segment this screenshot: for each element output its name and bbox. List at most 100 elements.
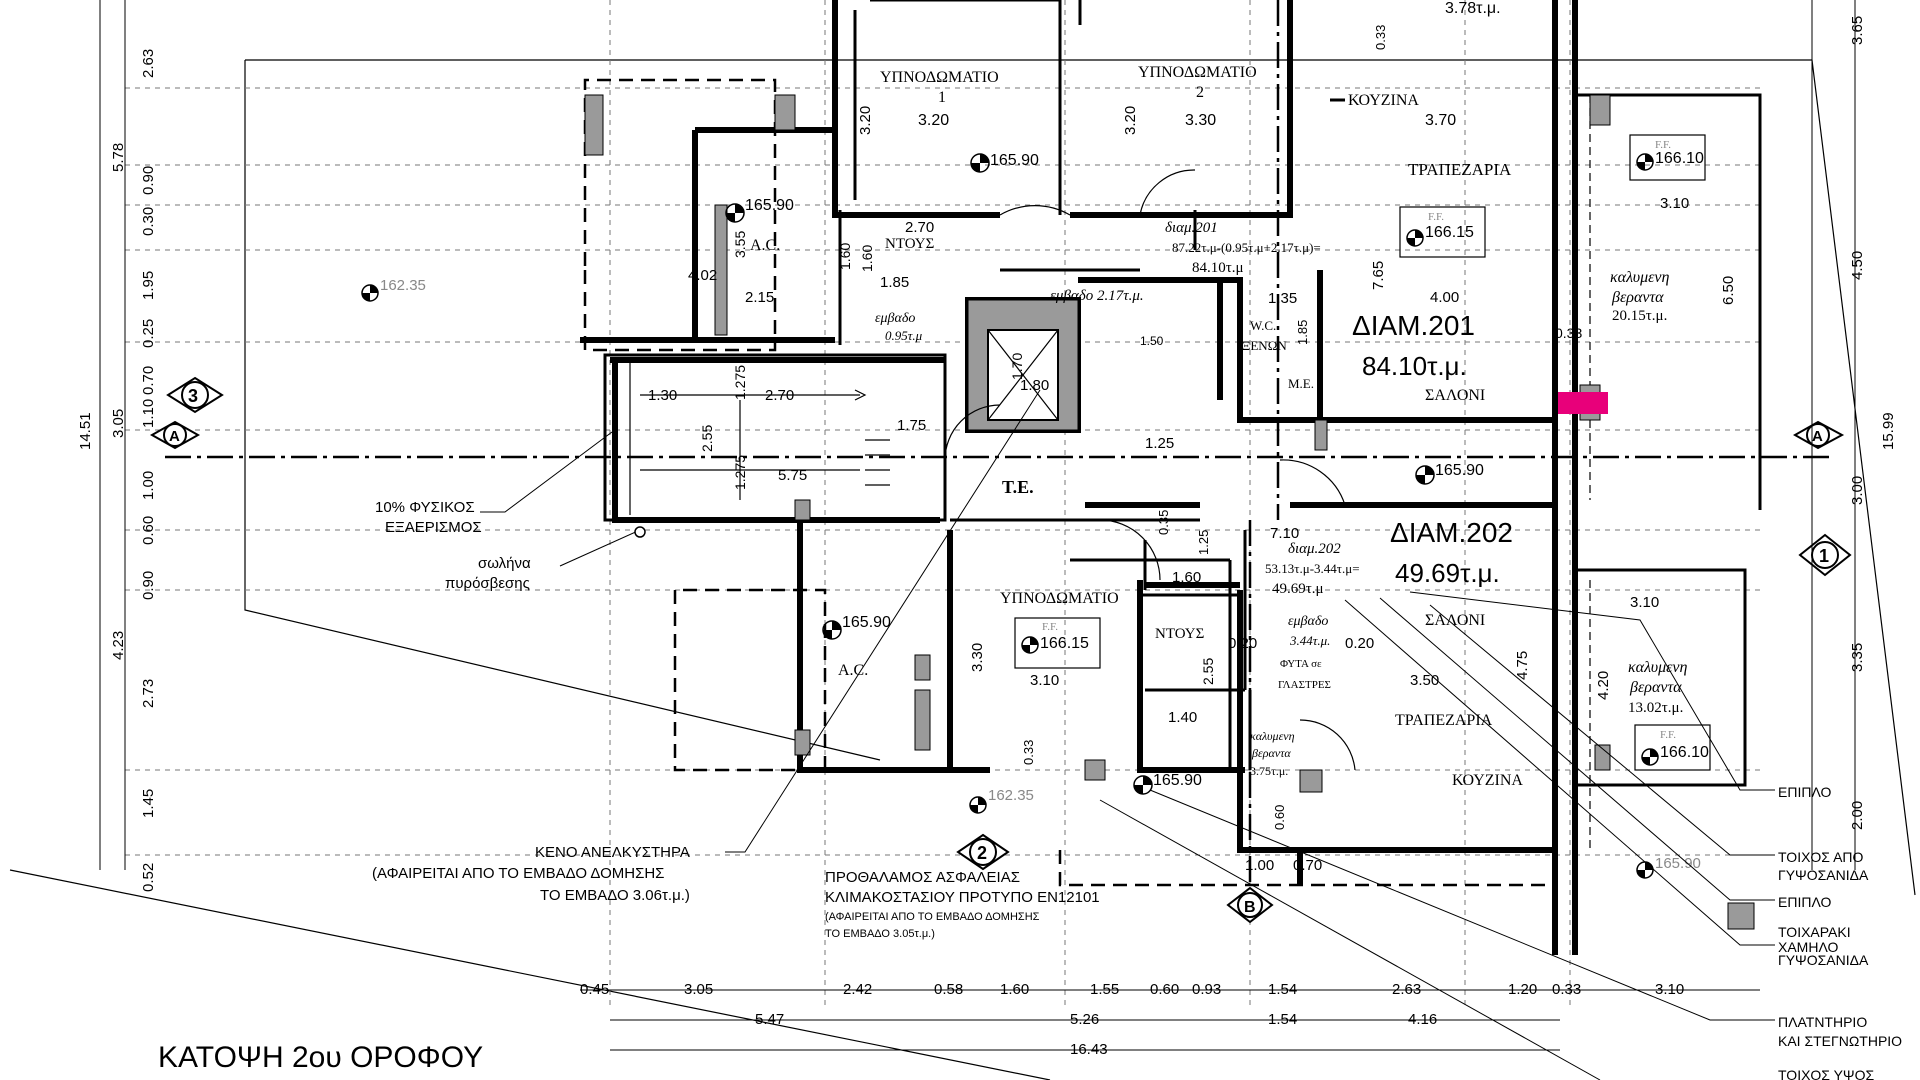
dim-left: 1.00 xyxy=(140,471,157,500)
dim-inner: 5.75 xyxy=(778,467,807,484)
dim-inner: 1.275 xyxy=(732,365,748,400)
dim-left: 0.60 xyxy=(140,516,157,545)
dim-bottom: 0.58 xyxy=(934,981,963,998)
site-boundary-lower xyxy=(244,60,881,761)
veranda-label2-202: βεραντα xyxy=(1629,679,1682,696)
dim-left: 5.78 xyxy=(110,143,127,172)
dim-left-total: 14.51 xyxy=(77,412,94,450)
dim-left: 0.30 xyxy=(140,207,157,236)
dim-bottom-2: 5.26 xyxy=(1070,1011,1099,1028)
ff-tag-4: F.F. xyxy=(1660,729,1676,741)
area-calc-label-202: διαμ.202 xyxy=(1288,541,1341,557)
dim-inner: 4.75 xyxy=(1514,651,1531,680)
dim-bottom: 1.60 xyxy=(1000,981,1029,998)
apartment-area-201: 84.10τ.μ. xyxy=(1362,351,1467,381)
dim-right: 3.35 xyxy=(1849,643,1866,672)
veranda-label2-201: βεραντα xyxy=(1611,289,1664,306)
small-veranda-label2: βεραντα xyxy=(1251,746,1291,760)
dimension-lines xyxy=(99,0,1856,1051)
dim-inner: 7.65 xyxy=(1370,261,1387,290)
dim-left: 0.25 xyxy=(140,319,157,348)
legend-low-wall-2: ΧΑΜΗΛΟ xyxy=(1778,939,1839,955)
dim-left: 2.73 xyxy=(140,679,157,708)
marker-3-label: 3 xyxy=(188,386,198,406)
highlight-marker xyxy=(1558,392,1608,414)
room-label-wc: W.C. xyxy=(1250,318,1276,333)
dim-inner: 3.50 xyxy=(1410,672,1439,689)
dim-inner: 1.80 xyxy=(1020,377,1049,394)
legend-wall-board-1: ΤΟΙΧΟΣ ΑΠΟ xyxy=(1778,849,1864,865)
ff-level-1: 166.10 xyxy=(1655,150,1704,167)
dim-inner: 2.55 xyxy=(699,425,715,452)
level-symbol xyxy=(1021,636,1039,654)
bath-area-label: εμβαδο xyxy=(875,311,915,326)
room-label-living-202: ΣΑΛΟΝΙ xyxy=(1425,612,1485,629)
area-calc-formula-201: 87.22τ.μ-(0.95τ.μ+2.17τ.μ)= xyxy=(1172,240,1321,255)
note-pipe-2: πυρόσβεσης xyxy=(445,575,530,592)
legend: ΕΠΙΠΛΟ ΤΟΙΧΟΣ ΑΠΟ ΓΥΨΟΣΑΝΙΔΑ ΕΠΙΠΛΟ ΤΟΙΧ… xyxy=(1099,591,1902,1080)
core-label-te: Τ.Ε. xyxy=(1002,477,1034,497)
dim-bottom-2: 1.54 xyxy=(1268,1011,1297,1028)
dim-bottom-chain: 0.45 3.05 2.42 0.58 1.60 1.55 0.60 0.93 … xyxy=(580,981,1684,1058)
apartment-name-202: ΔΙΑΜ.202 xyxy=(1390,517,1513,548)
staircase xyxy=(603,353,947,522)
interior-dimensions: 3.78τ.μ. 3.20 3.20 0.33 3.55 4.02 2.15 2… xyxy=(648,0,1737,874)
dim-inner: 1.85 xyxy=(880,274,909,291)
level-faint-2: 162.35 xyxy=(988,787,1034,804)
legend-window-1: ΠΛΑΤΝΤΗΡΙΟ xyxy=(1778,1014,1867,1030)
dim-inner: 3.55 xyxy=(732,231,748,258)
apartment-201: ΥΠΝΟΔΩΜΑΤΙΟ 1 3.20 ΥΠΝΟΔΩΜΑΤΙΟ 2 3.30 ΚΟ… xyxy=(750,64,1670,404)
room-label-shower-201: ΝΤΟΥΣ xyxy=(885,236,934,252)
marker-1: 1 xyxy=(1798,533,1852,577)
duct-area-value: 3.44τ.μ. xyxy=(1289,633,1330,648)
dim-left: 1.45 xyxy=(140,789,157,818)
marker-1-label: 1 xyxy=(1819,546,1829,566)
level-l1: 165.90 xyxy=(990,152,1039,169)
dim-inner: 2.55 xyxy=(1200,658,1216,685)
level-markers: 165.90 165.90 165.90 165.90 165.90 162.3… xyxy=(361,134,1711,879)
dim-bottom: 1.55 xyxy=(1090,981,1119,998)
dim-left: 0.70 xyxy=(140,366,157,395)
door-swings xyxy=(944,169,1356,771)
columns xyxy=(584,94,1611,793)
plant-note-1: ΦΥΤΑ σε xyxy=(1280,658,1322,670)
dim-inner: 3.20 xyxy=(857,106,874,135)
dim-right-chain: 3.65 4.50 3.00 3.35 2.00 15.99 xyxy=(1849,16,1897,830)
room-width-kitchen-201: 3.70 xyxy=(1425,112,1456,129)
marker-a-right: A xyxy=(1792,420,1845,450)
small-veranda-label: καλυμενη xyxy=(1250,729,1295,743)
note-lobby-2: ΚΛΙΜΑΚΟΣΤΑΣΙΟΥ ΠΡΟΤΥΠΟ ΕΝ12101 xyxy=(825,889,1100,906)
plant-note-2: ΓΛΑΣΤΡΕΣ xyxy=(1278,679,1331,691)
dim-left: 1.10 xyxy=(140,399,157,428)
dim-left: 4.23 xyxy=(110,631,127,660)
lift-area-label: εμβαδο 2.17τ.μ. xyxy=(1050,288,1144,304)
level-symbol xyxy=(1406,229,1424,247)
site-boundary-outer xyxy=(9,869,1051,1080)
legend-low-wall-3: ΓΥΨΟΣΑΝΙΔΑ xyxy=(1778,952,1869,968)
level-symbol xyxy=(1133,775,1153,795)
dim-inner: 1.275 xyxy=(732,455,748,490)
marker-b: B xyxy=(1226,886,1274,924)
legend-low-wall-1: ΤΟΙΧΑΡΑΚΙ xyxy=(1778,924,1851,940)
dim-inner: 4.20 xyxy=(1595,671,1612,700)
dim-inner: 1.70 xyxy=(1009,353,1025,380)
dim-left: 2.63 xyxy=(140,49,157,78)
dim-inner: 1.75 xyxy=(897,417,926,434)
dim-inner: 1.50 xyxy=(1140,334,1164,348)
room-number-bedroom-1: 1 xyxy=(938,89,946,106)
ff-level-2: 166.15 xyxy=(1425,224,1474,241)
dim-bottom: 0.45 xyxy=(580,981,609,998)
marker-2-label: 2 xyxy=(977,843,987,863)
legend-cut: ΤΟΙΧΟΣ ΥΨΟΣ xyxy=(1778,1067,1875,1080)
level-l4: 165.90 xyxy=(842,614,891,631)
dim-bottom-total: 16.43 xyxy=(1070,1041,1108,1058)
note-lift-3: ΤΟ ΕΜΒΑΔΟ 3.06τ.μ.) xyxy=(540,887,690,904)
level-symbol xyxy=(1636,861,1654,879)
dim-inner: 4.00 xyxy=(1430,289,1459,306)
level-symbol xyxy=(969,796,987,814)
small-veranda-area: 3.75τ.μ. xyxy=(1250,764,1288,778)
room-label-bedroom-2: ΥΠΝΟΔΩΜΑΤΙΟ xyxy=(1138,64,1257,81)
ff-tag-1: F.F. xyxy=(1655,139,1671,151)
dim-left: 0.52 xyxy=(140,863,157,892)
